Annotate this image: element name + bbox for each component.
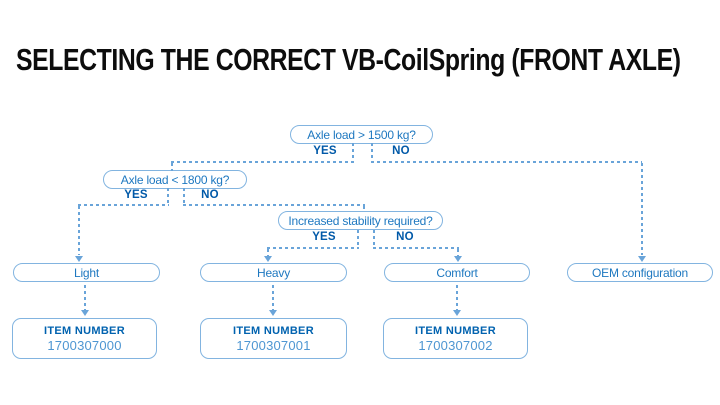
arrow-into-heavy-icon xyxy=(264,256,272,262)
connector-light-to-item xyxy=(84,285,86,310)
outcome-comfort-label: Comfort xyxy=(436,265,478,280)
connector-q2-yes-horizontal xyxy=(78,204,169,206)
connector-q3-yes-drop xyxy=(267,249,269,256)
decision-axle-load-1500: Axle load > 1500 kg? xyxy=(290,125,433,144)
connector-q2-no-horizontal xyxy=(183,204,365,206)
connector-heavy-to-item xyxy=(272,285,274,310)
branch-label-q3-yes: YES xyxy=(312,231,336,243)
branch-label-q3-no: NO xyxy=(396,231,414,243)
arrow-into-light-icon xyxy=(75,256,83,262)
arrow-into-item-light-icon xyxy=(81,310,89,316)
connector-q3-no-stub xyxy=(373,230,375,248)
branch-label-q1-yes: YES xyxy=(313,145,337,157)
connector-q3-no-drop xyxy=(457,249,459,256)
item-number-value: 1700307000 xyxy=(47,337,122,353)
item-number-box-heavy: ITEM NUMBER 1700307001 xyxy=(200,318,347,359)
connector-q1-yes-horizontal xyxy=(171,161,354,163)
connector-q3-yes-horizontal xyxy=(267,247,359,249)
connector-q3-no-horizontal xyxy=(373,247,459,249)
arrow-into-item-comfort-icon xyxy=(453,310,461,316)
connector-comfort-to-item xyxy=(456,285,458,310)
page-title: SELECTING THE CORRECT VB-CoilSpring (FRO… xyxy=(16,42,681,77)
outcome-light-label: Light xyxy=(73,265,100,280)
connector-q3-yes-stub xyxy=(357,230,359,248)
decision-increased-stability: Increased stability required? xyxy=(278,211,443,230)
connector-q2-yes-stub xyxy=(167,188,169,205)
item-number-heading: ITEM NUMBER xyxy=(415,324,496,337)
outcome-heavy-label: Heavy xyxy=(256,265,290,280)
connector-q1-no-drop xyxy=(641,163,643,255)
arrow-into-comfort-icon xyxy=(454,256,462,262)
decision-axle-load-1800-label: Axle load < 1800 kg? xyxy=(120,172,230,187)
branch-label-q2-yes: YES xyxy=(124,189,148,201)
decision-increased-stability-label: Increased stability required? xyxy=(288,213,433,228)
branch-label-q2-no: NO xyxy=(201,189,219,201)
decision-axle-load-1800: Axle load < 1800 kg? xyxy=(103,170,247,189)
arrow-into-item-heavy-icon xyxy=(269,310,277,316)
outcome-oem-configuration-label: OEM configuration xyxy=(592,265,688,280)
connector-q1-yes-drop xyxy=(171,163,173,171)
decision-axle-load-1500-label: Axle load > 1500 kg? xyxy=(307,127,416,142)
outcome-light: Light xyxy=(13,263,160,282)
connector-q2-yes-drop xyxy=(78,206,80,255)
connector-q1-no-stub xyxy=(371,143,373,162)
item-number-heading: ITEM NUMBER xyxy=(233,324,314,337)
item-number-value: 1700307001 xyxy=(236,337,311,353)
connector-q1-yes-stub xyxy=(352,143,354,162)
item-number-box-comfort: ITEM NUMBER 1700307002 xyxy=(383,318,528,359)
item-number-box-light: ITEM NUMBER 1700307000 xyxy=(12,318,157,359)
connector-q1-no-horizontal xyxy=(371,161,642,163)
item-number-value: 1700307002 xyxy=(418,337,493,353)
connector-q2-no-stub xyxy=(183,188,185,205)
branch-label-q1-no: NO xyxy=(392,145,410,157)
connector-q2-no-drop xyxy=(363,206,365,212)
item-number-heading: ITEM NUMBER xyxy=(44,324,125,337)
outcome-comfort: Comfort xyxy=(384,263,530,282)
outcome-heavy: Heavy xyxy=(200,263,347,282)
outcome-oem-configuration: OEM configuration xyxy=(567,263,713,282)
arrow-into-oem-icon xyxy=(638,256,646,262)
